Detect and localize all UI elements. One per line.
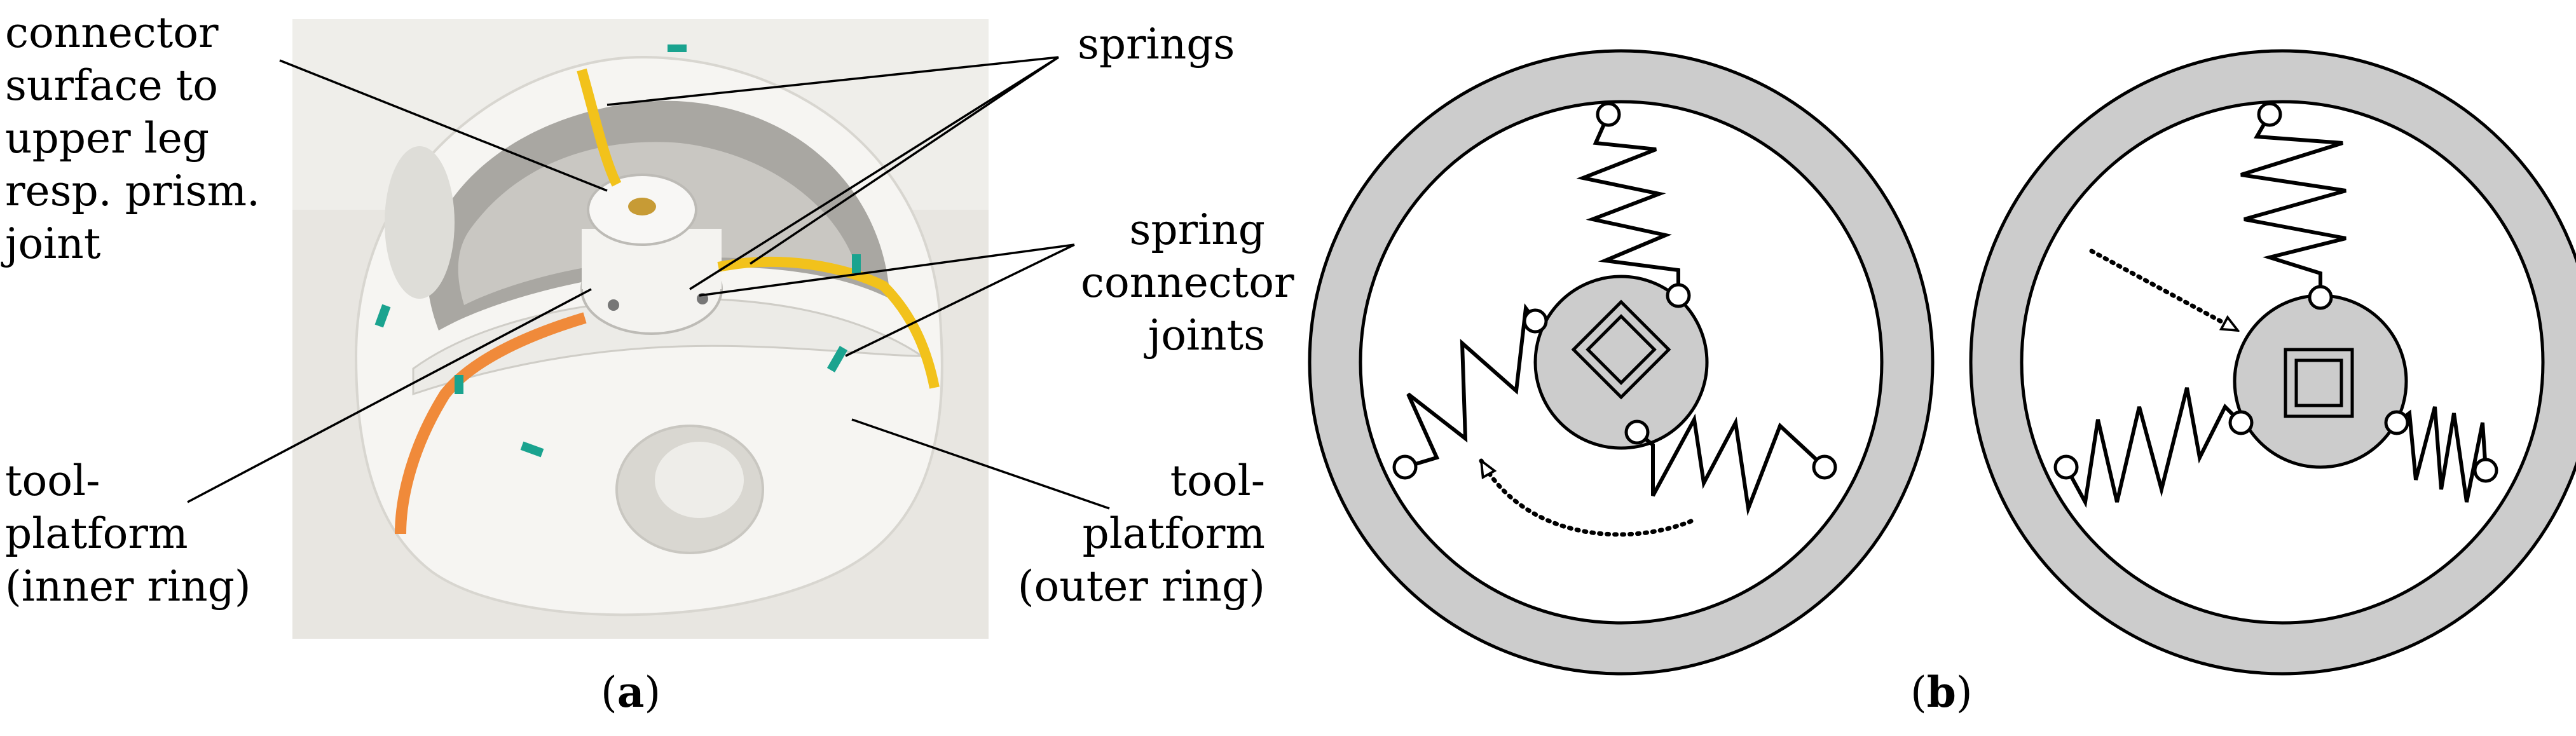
joint-teal-1 [374, 304, 391, 328]
leader-springs-2 [750, 56, 1059, 265]
label-springs: springs [1078, 18, 1235, 71]
joint-teal-4 [455, 375, 463, 394]
leader-outer-ring [851, 418, 1110, 510]
joint-outer-left [2053, 454, 2079, 480]
front-hole-inner [655, 442, 744, 518]
square-outer [2284, 348, 2354, 418]
connector-hole [628, 198, 656, 215]
screw-1 [608, 299, 619, 311]
leader-joints-2 [845, 243, 1075, 357]
label-line: springs [1078, 20, 1235, 69]
spring-left [395, 312, 587, 535]
leader-springs-3 [689, 56, 1059, 290]
label-connector-surface: connector surface to upper leg resp. pri… [5, 6, 260, 270]
joint-teal-5 [668, 44, 687, 52]
leader-inner-ring [187, 288, 592, 503]
diagram-rotated [1308, 49, 1935, 676]
spring-top [577, 68, 622, 187]
joint-inner-right [2384, 410, 2409, 435]
joint-teal-2 [826, 346, 848, 372]
caption-paren: ) [644, 668, 661, 717]
joint-outer-top [2257, 102, 2282, 127]
rotation-arrow [1479, 461, 1694, 537]
leader-joints-1 [699, 243, 1075, 297]
label-line: (outer ring) [1017, 562, 1265, 611]
spring-top [2240, 113, 2346, 297]
joint-outer-left [1392, 454, 1418, 480]
caption-paren: ( [1910, 668, 1927, 717]
leader-lines [187, 56, 1110, 510]
label-spring-connector-joints: spring connector joints [1081, 203, 1294, 362]
caption-a: (a) [601, 667, 661, 717]
inner-ring [2233, 294, 2408, 469]
leader-springs-1 [606, 56, 1059, 106]
inner-ring [1533, 275, 1709, 450]
caption-paren: ) [1956, 668, 1973, 717]
joint-inner-right [1624, 419, 1650, 445]
spring-left [2064, 387, 2243, 508]
label-line: connector [5, 8, 219, 57]
joint-inner-left [1523, 308, 1548, 334]
translation-arrow [2089, 249, 2238, 333]
label-line: spring [1129, 205, 1265, 254]
leader-connector-surface [279, 59, 608, 192]
square-outer [1571, 299, 1671, 400]
caption-b: (b) [1910, 667, 1973, 717]
joint-inner-left [2228, 410, 2254, 435]
label-tool-platform-inner: tool- platform (inner ring) [5, 454, 251, 613]
label-line: surface to [5, 61, 218, 110]
label-line: (inner ring) [5, 562, 251, 611]
caption-letter: b [1926, 667, 1956, 717]
joint-outer-top [1596, 102, 1621, 127]
joint-inner-top [2308, 285, 2333, 310]
caption-letter: a [617, 667, 645, 717]
label-line: platform [1082, 509, 1265, 558]
spring-right [717, 256, 940, 389]
label-line: upper leg [5, 114, 210, 163]
label-line: resp. prism. [5, 167, 261, 215]
side-window-left [385, 146, 455, 299]
spring-right [1636, 413, 1826, 516]
label-line: platform [5, 509, 188, 558]
label-line: tool- [1170, 456, 1265, 505]
joint-teal-6 [852, 254, 861, 273]
joint-outer-right [2473, 458, 2498, 483]
label-line: joints [1148, 311, 1265, 360]
spring-top [1576, 113, 1680, 296]
joint-teal-3 [520, 441, 544, 458]
label-line: connector [1081, 258, 1294, 307]
joint-inner-top [1666, 283, 1691, 308]
square-inner [2294, 358, 2343, 407]
label-line: joint [5, 219, 101, 268]
diagram-translated [1969, 49, 2576, 676]
label-line: tool- [5, 456, 100, 505]
joint-outer-right [1812, 454, 1837, 480]
label-tool-platform-outer: tool- platform (outer ring) [979, 454, 1265, 613]
spring-right [2395, 406, 2488, 503]
square-inner [1586, 314, 1657, 385]
caption-paren: ( [601, 668, 617, 717]
